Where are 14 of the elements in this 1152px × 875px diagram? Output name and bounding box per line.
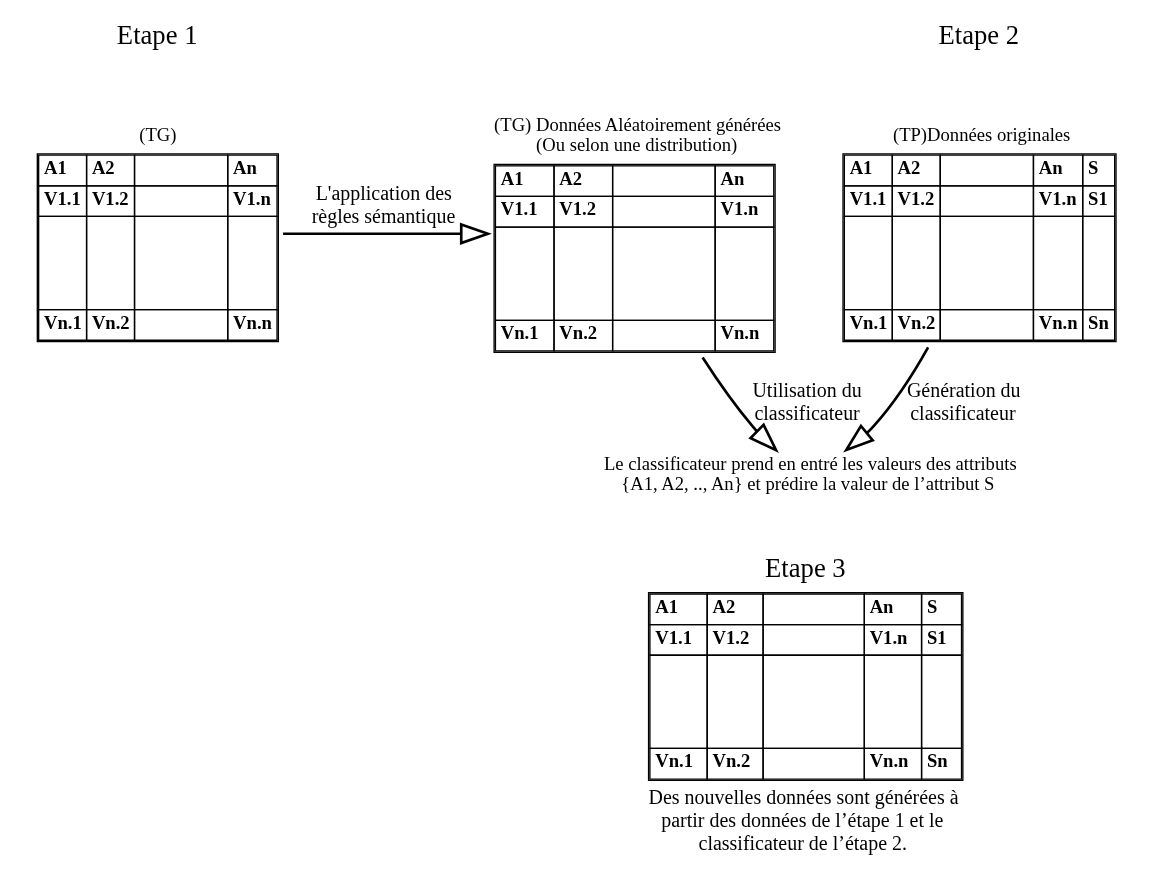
node-label: Des nouvelles données sont générées à partir des données de l’étape 1 et le classificateur de l’étape 2. — [648, 786, 959, 854]
node-label: (TG) — [139, 123, 177, 145]
edge-label: Génération du classificateur — [906, 378, 1021, 424]
arrow — [283, 222, 492, 245]
node-text: Le classificateur prend en entré les valeurs des attributs {A1, A2, .., An} et prédire la valeur de l’attribut S — [603, 453, 1017, 495]
edge-label: Utilisation du classificateur — [752, 378, 862, 424]
edge-label: L'application des règles sémantique — [311, 182, 456, 228]
label: Etape 2 — [938, 19, 1020, 50]
node-label: (TP)Données originales — [892, 123, 1071, 145]
node-label: Etape 3 — [765, 552, 846, 583]
node-label: (TG) Données Aléatoirement générées (Ou selon une distribution) — [494, 114, 782, 156]
label: Etape 1 — [116, 19, 198, 50]
arrow — [843, 346, 930, 453]
arrow — [701, 356, 779, 453]
